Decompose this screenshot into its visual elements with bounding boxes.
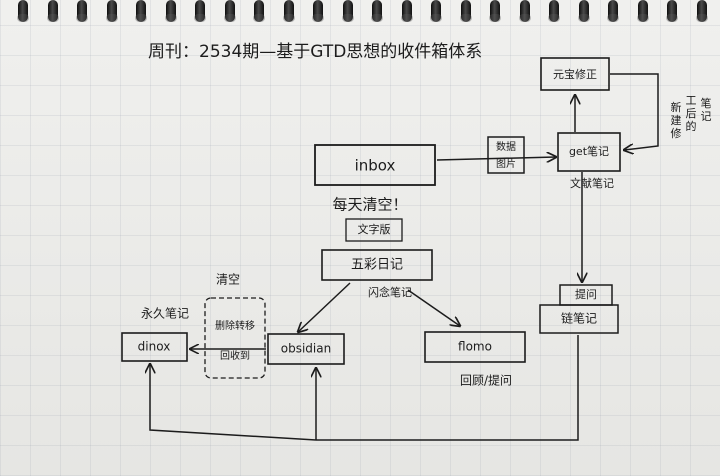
binding-hole xyxy=(164,14,177,22)
binding-ring xyxy=(519,0,530,22)
binding-ring xyxy=(667,0,677,22)
feedback-line-right xyxy=(316,335,579,441)
diagram-title: 周刊：2534期—基于GTD思想的收件箱体系 xyxy=(148,42,482,62)
linked-note-box xyxy=(539,304,619,334)
binding-ring xyxy=(47,0,58,22)
binding-hole xyxy=(282,14,295,22)
image-data-label: 数据 xyxy=(496,140,516,153)
right-note-1: 新 xyxy=(671,100,682,114)
inbox-label: inbox xyxy=(355,157,396,175)
clear-label: 清空 xyxy=(216,273,240,287)
binding-hole xyxy=(312,14,324,22)
binding-ring xyxy=(195,0,205,22)
linked-note-label: 链笔记 xyxy=(561,311,597,326)
binding-hole xyxy=(105,14,118,22)
binding-ring xyxy=(637,0,648,22)
binding-hole xyxy=(577,14,590,22)
delete-transfer-label: 删除转移 xyxy=(215,319,255,332)
binding-hole xyxy=(695,14,708,22)
binding-ring xyxy=(77,0,87,22)
binding-ring xyxy=(578,0,589,22)
binding-ring xyxy=(342,0,353,22)
wucai-box xyxy=(321,249,433,281)
binding-ring xyxy=(696,0,707,22)
permanent-note-label: 永久笔记 xyxy=(141,306,189,321)
binding-ring xyxy=(372,0,382,22)
binding-ring xyxy=(224,0,235,22)
binding-ring xyxy=(608,0,618,22)
ask-label: 提问 xyxy=(575,288,597,301)
dinox-box xyxy=(121,332,188,362)
inbox-to-get-arrow xyxy=(436,157,556,160)
flomo-label: flomo xyxy=(458,340,492,354)
right-note-8: 记 xyxy=(701,110,712,123)
binding-hole xyxy=(194,14,206,22)
daily-clear-label: 每天清空！ xyxy=(332,196,407,214)
revision-loop-arrow xyxy=(610,73,659,150)
binding-hole xyxy=(489,14,501,22)
right-note-2: 建 xyxy=(671,113,682,127)
get-note-label: get笔记 xyxy=(569,144,609,158)
flash-note-label: 闪念笔记 xyxy=(368,285,412,299)
binding-hole xyxy=(371,14,383,22)
text-version-box xyxy=(345,218,403,242)
feedback-to-dinox-arrow xyxy=(150,364,317,441)
binding-hole xyxy=(46,14,59,22)
review-label: 回顾/提问 xyxy=(460,373,512,388)
binding-ring xyxy=(283,0,294,22)
inbox-box xyxy=(314,144,436,186)
yuanbao-label: 元宝修正 xyxy=(553,67,597,81)
binding-ring xyxy=(165,0,176,22)
binding-hole xyxy=(459,14,472,22)
binding-hole xyxy=(607,14,619,22)
binding-hole xyxy=(223,14,236,22)
right-note-3: 修 xyxy=(671,126,682,140)
binding-ring xyxy=(490,0,500,22)
literature-note-label: 文献笔记 xyxy=(570,176,614,190)
flomo-box xyxy=(424,331,526,363)
obsidian-box xyxy=(267,333,345,365)
binding-ring xyxy=(313,0,323,22)
binding-ring xyxy=(549,0,559,22)
binding-hole xyxy=(135,14,147,22)
obsidian-label: obsidian xyxy=(281,342,331,356)
binding-ring xyxy=(431,0,441,22)
binding-hole xyxy=(430,14,442,22)
binding-ring xyxy=(136,0,146,22)
wucai-label: 五彩日记 xyxy=(351,258,403,273)
wucai-to-flomo-arrow xyxy=(407,289,460,326)
yuanbao-box xyxy=(540,57,610,91)
binding-hole xyxy=(400,14,413,22)
right-note-6: 的 xyxy=(686,119,697,133)
text-version-label: 文字版 xyxy=(358,222,391,236)
binding-ring xyxy=(18,0,28,22)
binding-hole xyxy=(76,14,88,22)
binding-hole xyxy=(636,14,649,22)
binding-hole xyxy=(666,14,678,22)
binding-ring xyxy=(106,0,117,22)
binding-ring xyxy=(254,0,264,22)
binding-hole xyxy=(518,14,531,22)
binding-hole xyxy=(253,14,265,22)
clear-dashed-box xyxy=(204,297,266,379)
binding-ring xyxy=(401,0,412,22)
spiral-binding xyxy=(0,0,720,22)
binding-hole xyxy=(341,14,354,22)
right-note-4: 工 xyxy=(686,94,697,107)
binding-hole xyxy=(17,14,29,22)
binding-hole xyxy=(548,14,560,22)
image-source-box xyxy=(487,136,525,174)
dinox-label: dinox xyxy=(138,340,171,354)
get-note-box xyxy=(557,132,621,172)
binding-ring xyxy=(460,0,471,22)
right-note-7: 笔 xyxy=(701,96,712,110)
right-note-5: 后 xyxy=(686,107,697,120)
wucai-to-obsidian-arrow xyxy=(298,282,351,332)
image-pic-label: 图片 xyxy=(496,157,516,170)
refine-label: 回收到 xyxy=(220,349,250,362)
